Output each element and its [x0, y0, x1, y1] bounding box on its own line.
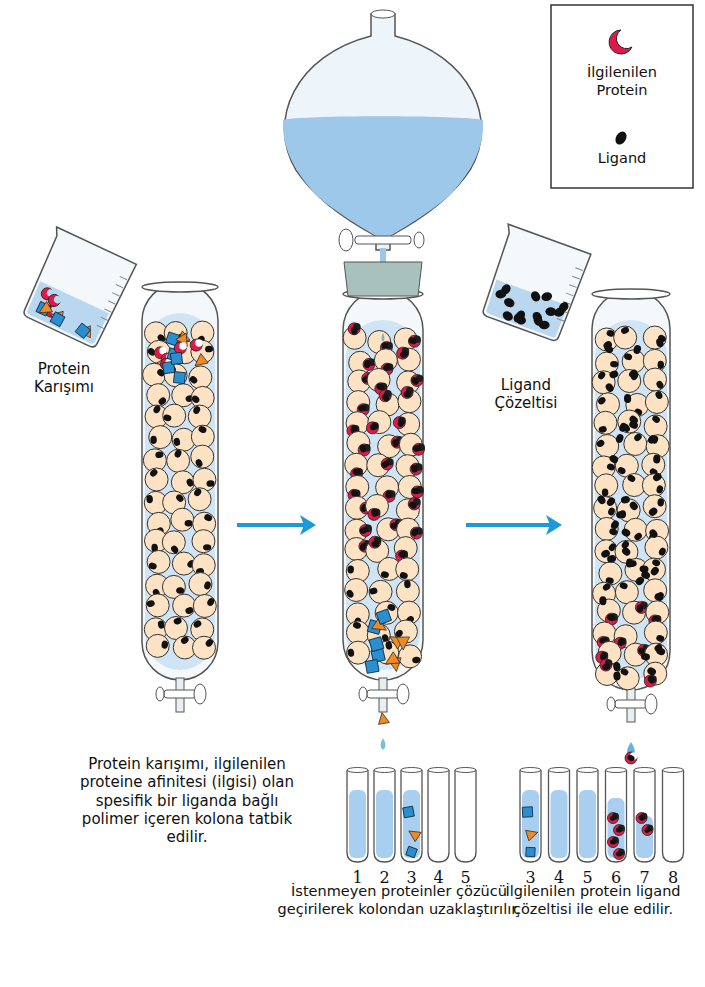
tube-number: 4	[424, 868, 453, 888]
collection-tube-rack	[520, 768, 684, 863]
beaker	[17, 227, 136, 349]
chromatography-column	[142, 282, 218, 712]
chromatography-column	[592, 289, 670, 764]
tube-number: 4	[545, 868, 574, 888]
tube-number: 3	[397, 868, 426, 888]
tube-number: 5	[451, 868, 480, 888]
step-caption: İstenmeyen proteinler çözücü geçirilerek…	[268, 883, 530, 918]
legend-text: Ligand	[560, 150, 684, 168]
tube-number: 8	[659, 868, 688, 888]
beaker-label: Protein Karışımı	[18, 360, 110, 397]
ligand-icon	[613, 129, 629, 146]
beaker-label: Ligand Çözeltisi	[478, 376, 574, 413]
tube-number: 6	[602, 868, 631, 888]
tube-number: 5	[573, 868, 602, 888]
tube-number: 3	[516, 868, 545, 888]
step-caption: İlgilenilen protein ligand çözeltisi ile…	[486, 883, 700, 918]
protein-icon	[609, 30, 632, 54]
step-caption: Protein karışımı, ilgilenilen proteine a…	[72, 755, 302, 846]
legend-text: İlgilenilen Protein	[560, 64, 684, 99]
separatory-funnel	[283, 10, 483, 296]
collection-tube-rack	[347, 768, 476, 863]
flow-arrow	[237, 515, 562, 535]
legend-box	[551, 5, 693, 188]
chromatography-column	[343, 289, 425, 750]
tube-number: 1	[343, 868, 372, 888]
beaker	[476, 224, 591, 342]
tube-number: 7	[630, 868, 659, 888]
tube-number: 2	[370, 868, 399, 888]
